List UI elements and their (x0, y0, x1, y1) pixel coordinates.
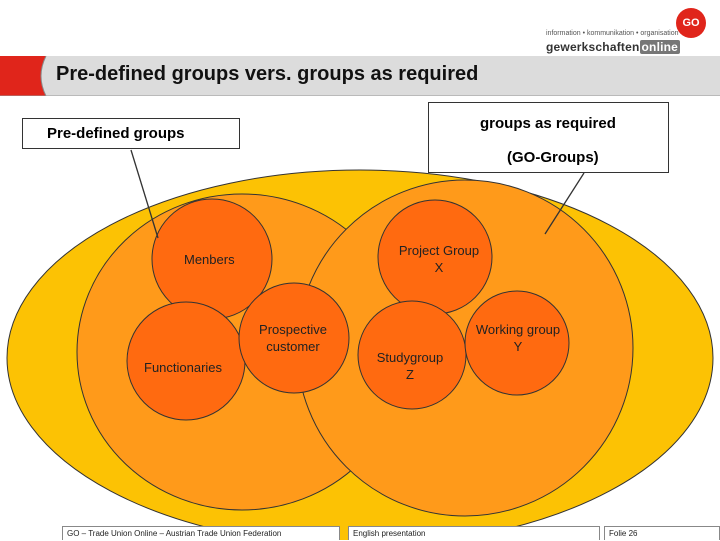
working-label-line1: Working group (475, 322, 561, 337)
project-label-line2: X (434, 260, 444, 275)
slide-footer: GO – Trade Union Online – Austrian Trade… (0, 523, 720, 540)
logo-brand-suffix: online (639, 40, 681, 54)
members-label: Menbers (184, 252, 235, 267)
slide-title: Pre-defined groups vers. groups as requi… (56, 63, 479, 85)
predefined-callout: Pre-defined groups (22, 118, 240, 149)
footer-presentation: English presentation (348, 526, 600, 540)
studygroup-label: Studygroup Z (372, 349, 448, 383)
functionaries-label: Functionaries (144, 360, 223, 375)
studygroup-label-line2: Z (406, 367, 414, 382)
project-label-line1: Project Group (398, 243, 480, 258)
project-label: Project Group X (392, 242, 486, 276)
working-label-line2: Y (513, 339, 523, 354)
working-circle (464, 290, 570, 396)
working-label: Working group Y (470, 321, 566, 355)
title-bar-shape (0, 56, 720, 96)
logo-tagline: information • kommunikation • organisati… (546, 30, 679, 37)
logo-brand-text: gewerkschaften (546, 40, 640, 54)
prospective-circle (238, 282, 350, 394)
as-required-callout: groups as required (GO-Groups) (428, 102, 669, 173)
prospective-label: Prospective customer (255, 321, 331, 355)
go-logo: information • kommunikation • organisati… (546, 8, 714, 54)
studygroup-label-line1: Studygroup (376, 350, 444, 365)
predefined-callout-text: Pre-defined groups (47, 125, 185, 142)
title-bar: Pre-defined groups vers. groups as requi… (0, 56, 720, 96)
footer-page: Folie 26 (604, 526, 720, 540)
predefined-pointer (130, 149, 159, 239)
as-required-callout-line2: (GO-Groups) (507, 149, 599, 166)
footer-org: GO – Trade Union Online – Austrian Trade… (62, 526, 340, 540)
prospective-label-line1: Prospective (259, 322, 327, 337)
as-required-pointer (544, 172, 585, 235)
prospective-label-line2: customer (266, 339, 320, 354)
as-required-callout-line1: groups as required (480, 115, 616, 132)
go-badge-icon: GO (676, 8, 706, 38)
